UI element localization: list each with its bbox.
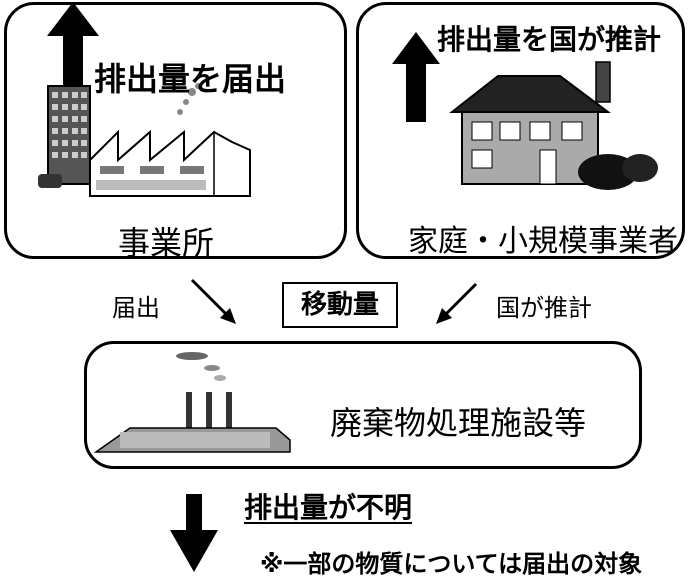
emission-up-arrow-right-icon bbox=[392, 32, 440, 122]
business-title: 事業所 bbox=[118, 224, 215, 262]
footnote: ※一部の物質については届出の対象 bbox=[260, 550, 643, 578]
flow-right-label: 国が推計 bbox=[496, 294, 592, 322]
business-emission-label: 排出量を届出 bbox=[94, 60, 287, 98]
emission-up-arrow-left-icon bbox=[47, 2, 99, 86]
household-emission-label: 排出量を国が推計 bbox=[437, 18, 662, 58]
household-title: 家庭・小規模事業者 bbox=[408, 224, 678, 259]
flow-center-label: 移動量 bbox=[282, 282, 398, 328]
left-flow-arrow-icon bbox=[190, 278, 236, 324]
waste-facility-icon bbox=[93, 352, 291, 453]
flow-left-label: 届出 bbox=[112, 294, 160, 322]
house-icon bbox=[449, 61, 658, 190]
unknown-down-arrow-icon bbox=[170, 494, 218, 572]
waste-facility-title: 廃棄物処理施設等 bbox=[330, 404, 587, 442]
factory-building-icon bbox=[38, 83, 251, 197]
right-flow-arrow-icon bbox=[436, 282, 478, 324]
emission-unknown-label: 排出量が不明 bbox=[244, 491, 413, 524]
